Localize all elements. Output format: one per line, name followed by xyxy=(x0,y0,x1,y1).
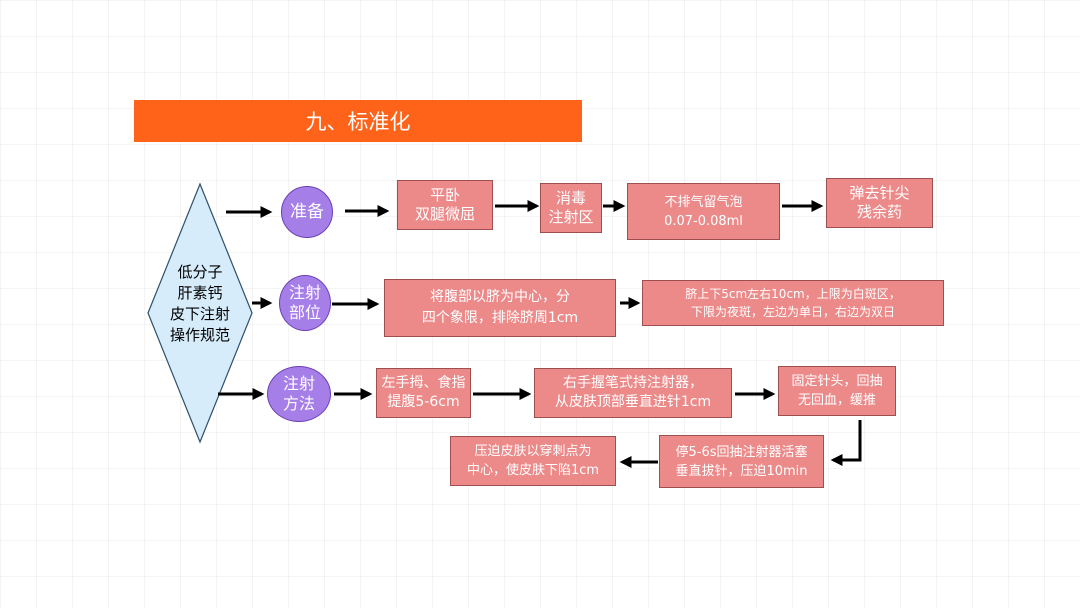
method-box-press-skin: 压迫皮肤以穿刺点为中心，使皮肤下陷1cm xyxy=(450,436,616,486)
method-box-insert-needle: 右手握笔式持注射器，从皮肤顶部垂直进针1cm xyxy=(534,368,732,418)
prep-box-disinfect: 消毒注射区 xyxy=(540,183,602,233)
step-prep-circle: 准备 xyxy=(281,186,333,238)
prep-box-flick-needle: 弹去针尖残余药 xyxy=(826,178,933,228)
method-box-lift-skin: 左手拇、食指提腹5-6cm xyxy=(376,368,471,418)
method-box-fix-needle: 固定针头，回抽无回血，缓推 xyxy=(778,366,896,416)
site-box-quadrants: 将腹部以脐为中心，分四个象限，排除脐周1cm xyxy=(384,279,616,337)
step-site-circle: 注射 部位 xyxy=(279,275,331,331)
method-box-withdraw: 停5-6s回抽注射器活塞垂直拔针，压迫10min xyxy=(659,435,824,488)
step-method-label: 注射 方法 xyxy=(282,374,315,413)
step-method-circle: 注射 方法 xyxy=(267,366,331,422)
prep-box-position: 平卧双腿微屈 xyxy=(397,180,493,230)
main-decision-diamond xyxy=(147,182,253,444)
section-title: 九、标准化 xyxy=(134,100,582,142)
arrow-method-box3-to-box4 xyxy=(830,420,862,466)
step-site-label: 注射 部位 xyxy=(288,283,321,322)
main-node-label: 低分子 肝素钙 皮下注射 操作规范 xyxy=(169,263,230,344)
site-box-range: 脐上下5cm左右10cm，上限为白斑区，下限为夜斑，左边为单日，右边为双日 xyxy=(642,280,944,326)
step-prep-label: 准备 xyxy=(290,202,324,222)
